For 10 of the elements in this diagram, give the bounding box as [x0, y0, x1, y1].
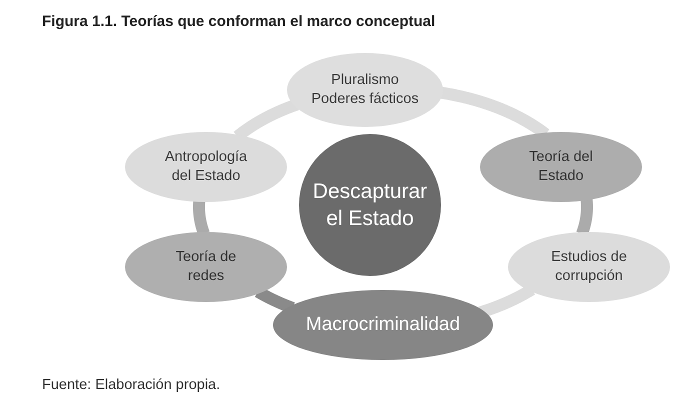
node-label: Pluralismo: [331, 71, 399, 90]
node-label: Teoría del Estado: [528, 148, 594, 186]
node-label: Macrocriminalidad: [306, 312, 460, 337]
node-label: Antropología del Estado: [164, 148, 248, 186]
figure-title: Figura 1.1. Teorías que conforman el marco conceptual: [42, 13, 436, 30]
node-label: Teoría de redes: [174, 248, 238, 286]
source-caption: Fuente: Elaboración propia.: [42, 377, 220, 393]
node-label: Estudios de corrupción: [550, 248, 628, 286]
node-label: Poderes fácticos: [311, 90, 419, 109]
node-label: Descapturar el Estado: [312, 178, 428, 232]
